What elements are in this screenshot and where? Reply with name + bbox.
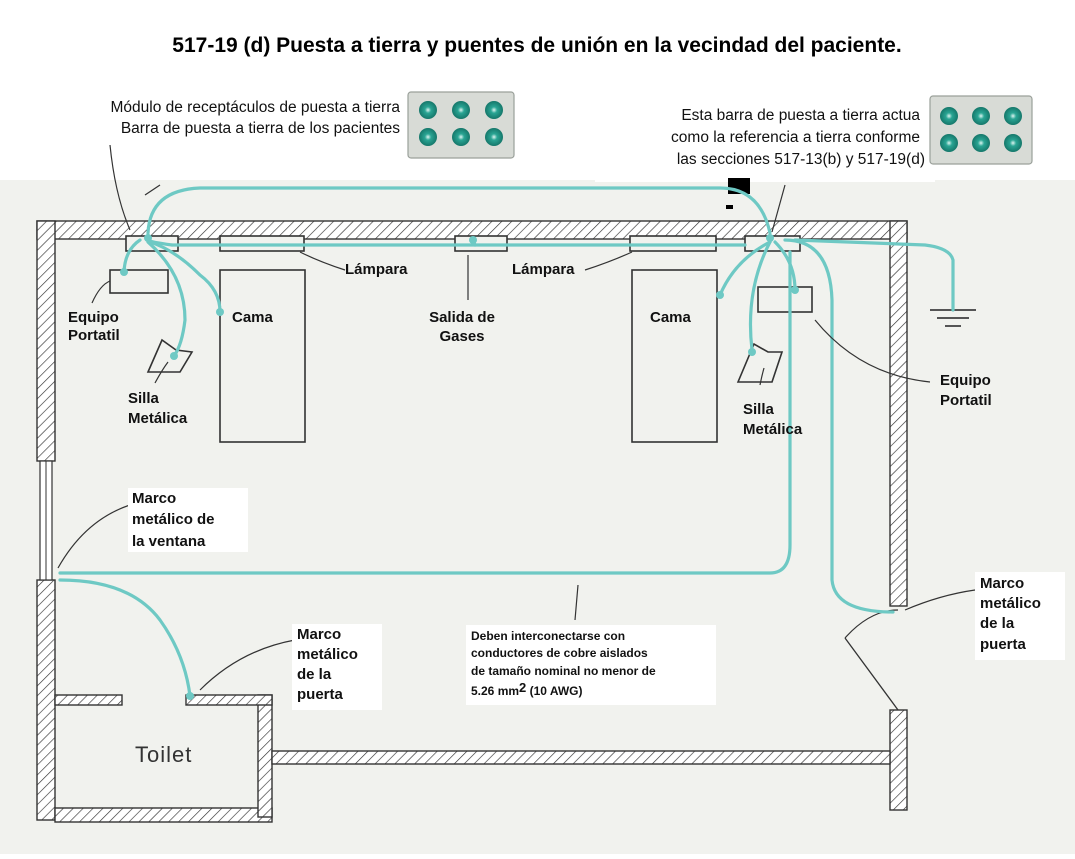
- leader-arrows: [57, 144, 976, 691]
- ground-bar-note-line2: como la referencia a tierra conforme: [671, 129, 920, 146]
- door-right-label-4: puerta: [980, 636, 1027, 653]
- metal-chair-right-label-1: Silla: [743, 401, 775, 418]
- door-left-label-1: Marco: [297, 626, 341, 643]
- door-left-label-4: puerta: [297, 686, 344, 703]
- door-right: [844, 637, 899, 711]
- conductor-note-line2: conductores de cobre aislados: [471, 646, 648, 660]
- gas-outlet-label-1: Salida de: [429, 309, 495, 326]
- metal-chair-right-label-2: Metálica: [743, 421, 803, 438]
- lamp-right-label: Lámpara: [512, 261, 575, 278]
- bed-left: [219, 269, 306, 443]
- portable-equipment-left-label-2: Portatil: [68, 327, 120, 344]
- bonding-conductors: [58, 186, 955, 698]
- door-right-label-3: de la: [980, 615, 1015, 632]
- bed-left-label: Cama: [232, 309, 274, 326]
- window-frame-label-1: Marco: [132, 490, 176, 507]
- portable-equipment-right-label-1: Equipo: [940, 372, 991, 389]
- window-frame-label-2: metálico de: [132, 511, 215, 528]
- metal-chair-left-label-1: Silla: [128, 390, 160, 407]
- receptacle-panel-right: [929, 95, 1033, 165]
- conductor-note-line3: de tamaño nominal no menor de: [471, 664, 656, 678]
- receptacle-module-label: Módulo de receptáculos de puesta a tierr…: [110, 99, 400, 116]
- door-right-label-1: Marco: [980, 575, 1024, 592]
- bed-right-label: Cama: [650, 309, 692, 326]
- receptacle-panel-left: [407, 91, 515, 159]
- portable-equipment-left: [109, 269, 169, 294]
- door-left-label-2: metálico: [297, 646, 358, 663]
- portable-equipment-right-label-2: Portatil: [940, 392, 992, 409]
- page-title: 517-19 (d) Puesta a tierra y puentes de …: [172, 34, 901, 57]
- gas-outlet-label-2: Gases: [439, 328, 484, 345]
- door-left-label-3: de la: [297, 666, 332, 683]
- conductor-note-line4: 5.26 mm2 (10 AWG): [471, 680, 583, 698]
- room-walls: [36, 220, 908, 823]
- ground-bar-note-line1: Esta barra de puesta a tierra actua: [681, 107, 920, 124]
- toilet-label: Toilet: [135, 742, 192, 767]
- patient-ground-bar-label: Barra de puesta a tierra de los paciente…: [121, 120, 400, 137]
- lamp-left-label: Lámpara: [345, 261, 408, 278]
- conductor-note-line1: Deben interconectarse con: [471, 629, 625, 643]
- bed-right: [631, 269, 718, 443]
- portable-equipment-right: [757, 286, 813, 313]
- portable-equipment-left-label-1: Equipo: [68, 309, 119, 326]
- ground-bar-note-line3: las secciones 517-13(b) y 517-19(d): [677, 151, 925, 168]
- door-right-label-2: metálico: [980, 595, 1041, 612]
- window-frame-label-3: la ventana: [132, 533, 206, 550]
- metal-chair-left-label-2: Metálica: [128, 410, 188, 427]
